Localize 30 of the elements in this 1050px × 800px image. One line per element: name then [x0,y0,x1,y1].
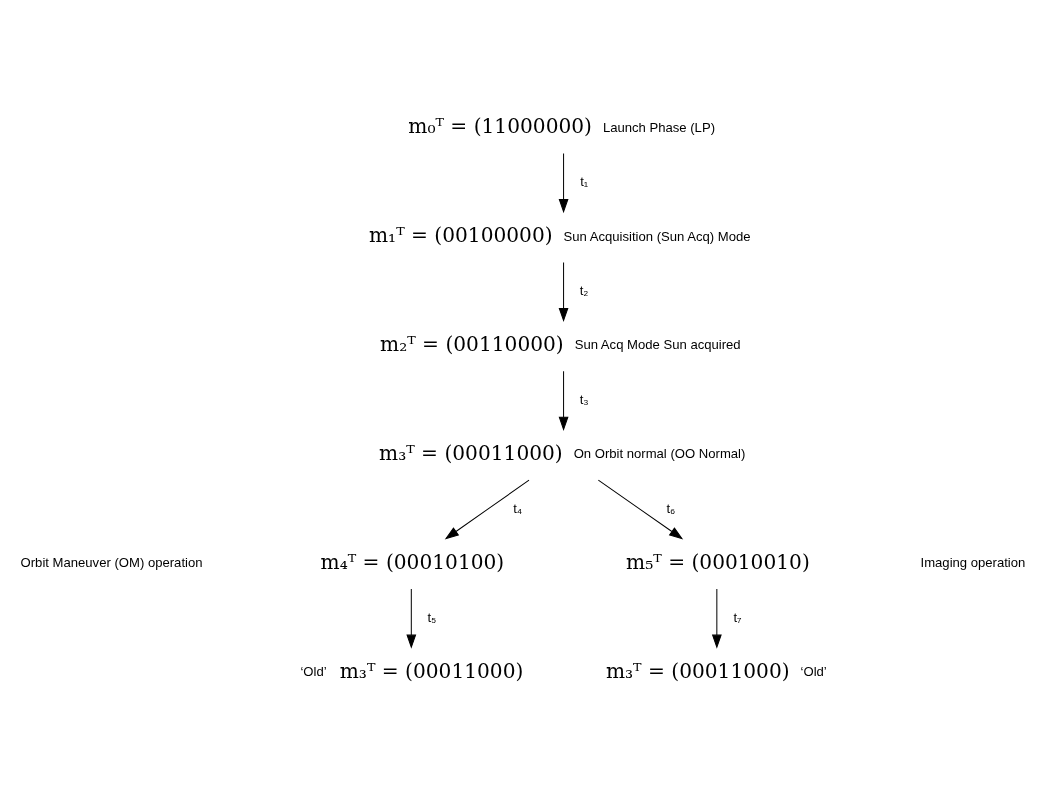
edge-label: t₆ [666,500,676,516]
node-text: m₃ᵀ = (00011000) [339,658,524,683]
node-text: m₁ᵀ = (00100000) [368,222,553,247]
node-label: Sun Acq Mode Sun acquired [574,336,741,352]
arrow [558,152,569,213]
node-text: m₅ᵀ = (00010010) [626,549,810,574]
edge-label: t₁ [580,173,589,189]
node-text: m₀ᵀ = (11000000) [408,113,592,138]
node-label: ‘Old’ [300,663,327,679]
edge-label: t₃ [579,391,589,407]
edge-label: t₇ [733,609,742,625]
edge-label: t₄ [513,500,523,516]
arrow [597,479,684,539]
node-label: Launch Phase (LP) [602,119,716,135]
node-text: m₃ᵀ = (00011000) [605,658,790,683]
node-text: m₃ᵀ = (00011000) [379,440,563,465]
edge-label: t₂ [579,282,589,298]
node-text: m₂ᵀ = (00110000) [380,331,564,356]
node-label: Sun Acquisition (Sun Acq) Mode [563,228,751,244]
arrow [444,479,530,539]
node-text: m₄ᵀ = (00010100) [320,549,505,574]
arrow [406,588,417,649]
node-label: On Orbit normal (OO Normal) [573,445,746,461]
node-label: ‘Old’ [800,663,827,679]
edge-label: t₅ [427,609,437,625]
arrow [558,370,569,431]
arrow [558,261,569,322]
label: Imaging operation [920,554,1026,570]
arrow [711,588,722,649]
label: Orbit Maneuver (OM) operation [20,554,203,570]
